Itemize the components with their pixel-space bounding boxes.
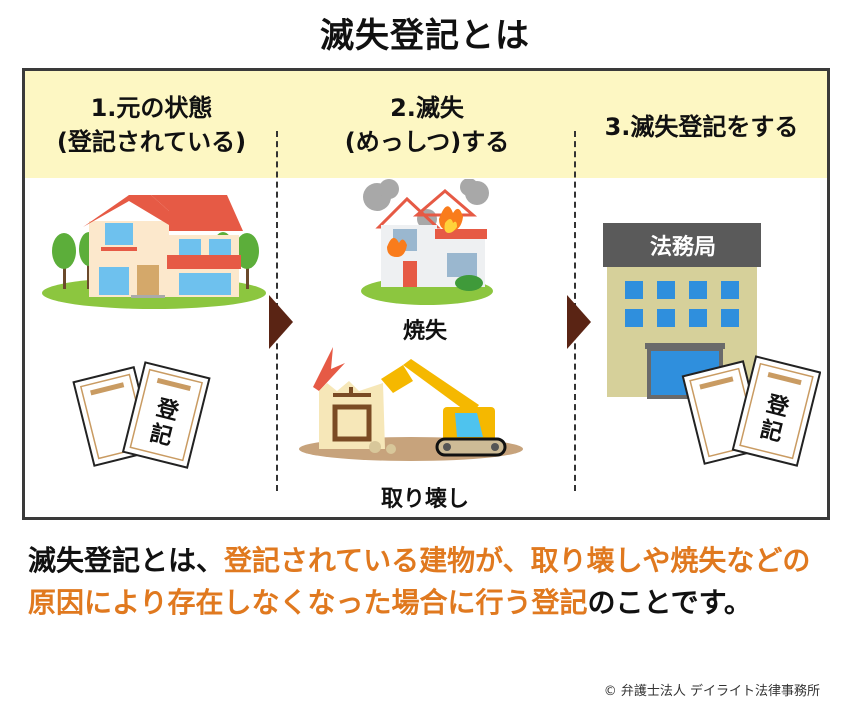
step-3-header: 3.滅失登記をする bbox=[576, 71, 827, 178]
demolition-caption: 取り壊し bbox=[380, 487, 469, 512]
step-2-subtitle: (めっしつ)する bbox=[344, 127, 510, 156]
legal-affairs-bureau-sign: 法務局 bbox=[649, 235, 716, 260]
fire-caption: 焼失 bbox=[402, 319, 447, 344]
step-2-title: 2.滅失 bbox=[390, 93, 464, 122]
register-document-icon: 登 記 bbox=[681, 355, 821, 467]
house-icon bbox=[42, 195, 266, 309]
copyright: © 弁護士法人 デイライト法律事務所 bbox=[603, 684, 820, 699]
arrow-right-icon bbox=[269, 295, 293, 349]
page-title: 滅失登記とは bbox=[320, 16, 530, 56]
step-2-header: 2.滅失 (めっしつ)する bbox=[278, 71, 576, 178]
step-3-title: 3.滅失登記をする bbox=[604, 112, 799, 141]
burning-house-icon bbox=[361, 179, 493, 305]
step-1-subtitle: (登記されている) bbox=[56, 127, 247, 156]
register-document-icon: 登 記 bbox=[72, 361, 211, 469]
demolition-excavator-icon bbox=[299, 347, 523, 461]
description-highlight: 登記されている建物が、取り壊しや焼失などの原因により存在しなくなった場合に行う登… bbox=[28, 544, 811, 619]
step-1-header: 1.元の状態 (登記されている) bbox=[25, 71, 278, 178]
process-diagram: 1.元の状態 (登記されている) 2.滅失 (めっしつ)する 3.滅失登記をする bbox=[22, 68, 830, 520]
description-outro: のことです。 bbox=[587, 586, 752, 619]
description: 滅失登記とは、登記されている建物が、取り壊しや焼失などの原因により存在しなくなっ… bbox=[28, 540, 828, 624]
arrow-right-icon bbox=[567, 295, 591, 349]
header-band bbox=[25, 71, 827, 178]
step-1-title: 1.元の状態 bbox=[90, 93, 213, 122]
description-intro: 滅失登記とは、 bbox=[28, 544, 225, 577]
